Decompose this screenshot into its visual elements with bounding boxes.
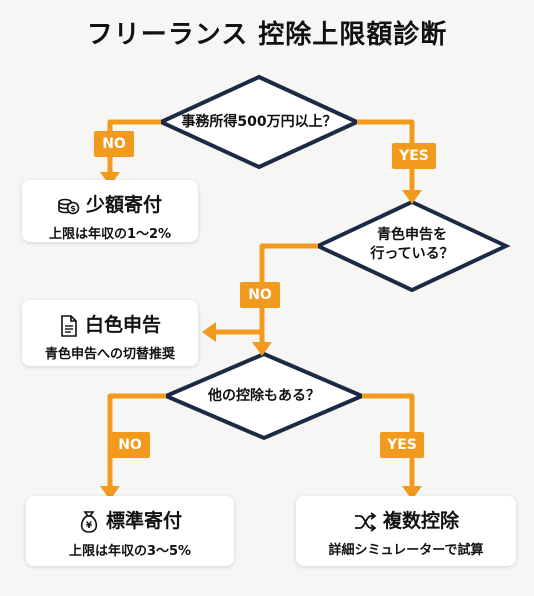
card-standard-title: 標準寄付 [105, 510, 182, 532]
question-blue-return: 青色申告を 行っている？ [338, 226, 486, 264]
money-bag-icon: ¥ [80, 510, 98, 533]
no-label-q1: NO [94, 131, 134, 157]
card-white-sub: 青色申告への切替推奨 [44, 347, 175, 362]
diamond-q2 [313, 199, 511, 293]
question-blue-return-line1: 青色申告を [377, 227, 447, 243]
no-label-q3: NO [110, 432, 150, 458]
arrowhead-standard [100, 486, 120, 500]
arrowhead-q3 [252, 342, 272, 356]
svg-text:¥: ¥ [86, 521, 93, 531]
card-small-sub: 上限は年収の1〜2% [48, 227, 172, 242]
arrowhead-q2 [402, 190, 422, 204]
card-multi-sub: 詳細シミュレーターで試算 [328, 543, 484, 558]
document-icon [61, 314, 77, 337]
diamond-q1 [156, 74, 362, 170]
shuffle-icon [354, 511, 377, 532]
card-white-return: 白色申告 青色申告への切替推奨 [22, 300, 198, 366]
arrowhead-small [100, 172, 120, 186]
card-standard-donation: ¥ 標準寄付 上限は年収の3〜5% [26, 496, 234, 566]
card-white-title: 白色申告 [84, 314, 161, 336]
diamond-q3 [160, 351, 368, 441]
question-other-deductions: 他の控除もある？ [208, 388, 320, 404]
no-label-q2: NO [240, 282, 280, 308]
arrowhead-multi [402, 486, 422, 500]
question-blue-return-line2: 行っている？ [370, 246, 454, 262]
card-multiple-deductions: 複数控除 詳細シミュレーターで試算 [296, 496, 516, 566]
yes-label-q3: YES [380, 432, 424, 458]
card-multi-title: 複数控除 [382, 510, 459, 532]
question-income: 事務所得500万円以上？ [181, 114, 337, 130]
card-standard-sub: 上限は年収の3〜5% [68, 543, 192, 559]
coins-icon: $ [58, 198, 80, 214]
page-title: フリーランス 控除上限額診断 [86, 20, 448, 50]
svg-text:$: $ [70, 204, 76, 213]
yes-label-q1: YES [392, 143, 436, 169]
arrowhead-white [202, 322, 216, 342]
card-small-donation: $ 少額寄付 上限は年収の1〜2% [22, 180, 198, 242]
card-small-title: 少額寄付 [85, 194, 162, 216]
